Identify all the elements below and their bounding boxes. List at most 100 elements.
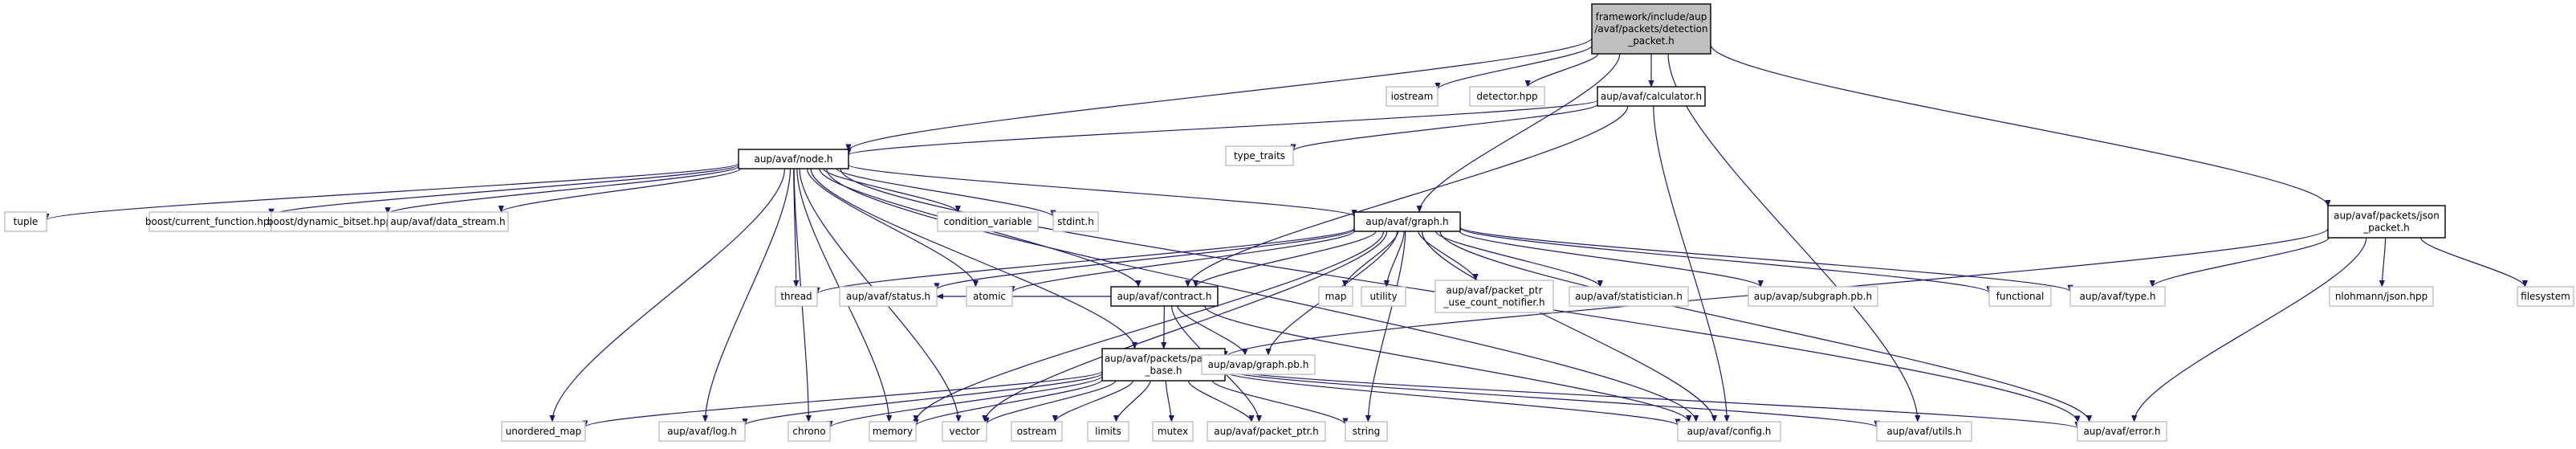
edge-packet-base-to-config-h: [1224, 371, 1681, 427]
node-box: [1225, 145, 1294, 166]
node-box: [2077, 421, 2167, 442]
graph-node-node-h[interactable]: aup/avaf/node.h: [738, 149, 849, 169]
graph-node-dynamic-bitset: boost/dynamic_bitset.hpp: [267, 211, 392, 232]
edge-contract-h-to-graph-pb: [1177, 305, 1248, 356]
graph-node-status-h: aup/avaf/status.h: [839, 286, 938, 307]
edge-detection-packet-to-iostream: [1435, 45, 1593, 90]
edge-json-packet-to-error-h: [2131, 237, 2367, 422]
graph-node-log-h: aup/avaf/log.h: [658, 421, 746, 442]
graph-node-detector-hpp: detector.hpp: [1469, 86, 1545, 107]
edge-graph-h-to-subgraph-pb: [1459, 231, 1764, 288]
edge-graph-h-to-thread: [814, 227, 1355, 295]
node-layer: framework/include/aup/avaf/packets/detec…: [4, 3, 2574, 442]
graph-node-packet-base[interactable]: aup/avaf/packets/packet_base.h: [1101, 348, 1226, 382]
node-box: [2327, 205, 2446, 239]
node-box: [738, 149, 849, 169]
edge-packet-base-to-log-h: [742, 373, 1103, 427]
node-label: mutex: [1158, 426, 1188, 437]
node-box: [2517, 286, 2574, 307]
edge-node-h-to-condition-variable: [823, 168, 961, 213]
node-box: [1207, 421, 1326, 442]
edge-node-h-to-dynamic-bitset: [385, 165, 739, 215]
node-label: tuple: [14, 216, 39, 227]
node-box: [1386, 86, 1439, 107]
node-label: iostream: [1391, 91, 1434, 102]
node-label: aup/avaf/graph.h: [1365, 216, 1448, 227]
edge-graph-h-to-vector: [982, 231, 1388, 422]
edge-packet-base-to-chrono: [827, 375, 1103, 429]
graph-node-data-stream: aup/avaf/data_stream.h: [387, 211, 509, 232]
node-box: [1052, 211, 1099, 232]
node-label: aup/avaf/config.h: [1687, 426, 1772, 437]
edge-graph-h-to-type-h: [1459, 227, 2073, 292]
graph-node-subgraph-pb: aup/avap/subgraph.pb.h: [1748, 286, 1878, 307]
node-label: aup/avaf/log.h: [667, 426, 736, 437]
node-box: [1110, 286, 1219, 307]
node-box: [1469, 86, 1545, 107]
edge-node-h-to-stdint: [836, 168, 1056, 218]
graph-node-current-function: boost/current_function.hpp: [145, 211, 275, 232]
graph-node-condition-variable: condition_variable: [937, 211, 1039, 232]
node-label: aup/avaf/utils.h: [1886, 426, 1961, 437]
edge-packet-base-to-packet-ptr: [1187, 380, 1255, 422]
node-label: aup/avaf/status.h: [846, 291, 930, 302]
edge-packet-base-to-utils-h: [1224, 369, 1880, 428]
edge-detection-packet-to-json-packet: [1710, 44, 2331, 207]
edge-detection-packet-to-graph-h: [1416, 53, 1621, 213]
edge-packet-base-to-vector: [983, 380, 1117, 425]
graph-node-json-packet[interactable]: aup/avaf/packets/json_packet.h: [2327, 205, 2446, 239]
node-box: [1361, 286, 1406, 307]
graph-node-map: map: [1318, 286, 1353, 307]
node-box: [1597, 86, 1706, 107]
node-label: _base.h: [1144, 365, 1182, 377]
node-box: [271, 211, 389, 232]
graph-node-string: string: [1345, 421, 1388, 442]
graph-node-contract-h[interactable]: aup/avaf/contract.h: [1110, 286, 1219, 307]
node-label: unordered_map: [506, 426, 582, 437]
node-label: aup/avaf/contract.h: [1117, 291, 1212, 302]
edge-packet-base-to-memory: [913, 379, 1103, 427]
graph-node-limits: limits: [1087, 421, 1129, 442]
graph-node-calculator-h[interactable]: aup/avaf/calculator.h: [1597, 86, 1706, 107]
graph-node-detection-packet[interactable]: framework/include/aup/avaf/packets/detec…: [1591, 3, 1711, 55]
node-label: aup/avaf/packet_ptr: [1446, 285, 1542, 296]
node-box: [869, 421, 917, 442]
node-label: aup/avaf/node.h: [754, 153, 832, 165]
node-label: map: [1325, 291, 1347, 302]
node-label: utility: [1369, 291, 1397, 302]
edge-packet-base-to-ostream: [1052, 380, 1134, 422]
edge-packet-base-to-unordered-map: [582, 370, 1103, 428]
node-box: [2329, 286, 2434, 307]
node-label: detector.hpp: [1476, 91, 1537, 102]
node-label: filesystem: [2521, 291, 2570, 302]
node-label: nlohmann/json.hpp: [2335, 291, 2427, 302]
edge-calculator-h-to-type-traits: [1290, 104, 1598, 152]
graph-node-memory: memory: [869, 421, 917, 442]
edge-node-h-to-tuple: [43, 163, 739, 221]
graph-node-graph-h[interactable]: aup/avaf/graph.h: [1353, 211, 1461, 232]
node-label: string: [1353, 426, 1380, 437]
node-label: _packet.h: [1627, 35, 1675, 47]
node-box: [1353, 211, 1461, 232]
node-box: [501, 421, 586, 442]
node-label: _packet.h: [2362, 222, 2410, 234]
edge-layer: [43, 37, 2528, 430]
node-label: boost/dynamic_bitset.hpp: [267, 216, 392, 227]
edge-graph-h-to-memory: [913, 231, 1385, 423]
graph-node-vector: vector: [942, 421, 987, 442]
edge-graph-h-to-config-h: [1421, 231, 1718, 422]
node-label: framework/include/aup: [1596, 11, 1707, 22]
edge-packet-base-to-string: [1211, 380, 1349, 426]
edge-node-h-to-current-function: [268, 164, 739, 216]
edge-node-h-to-graph-h: [848, 164, 1357, 218]
graph-node-chrono: chrono: [787, 421, 831, 442]
node-label: aup/avap/graph.pb.h: [1208, 359, 1309, 370]
node-label: condition_variable: [944, 216, 1032, 227]
node-label: aup/avaf/error.h: [2083, 426, 2160, 437]
node-label: functional: [1996, 291, 2045, 302]
node-box: [4, 211, 47, 232]
graph-node-utility: utility: [1361, 286, 1406, 307]
edge-node-h-to-config-h: [826, 168, 1699, 422]
edge-graph-h-to-string: [1365, 231, 1406, 422]
